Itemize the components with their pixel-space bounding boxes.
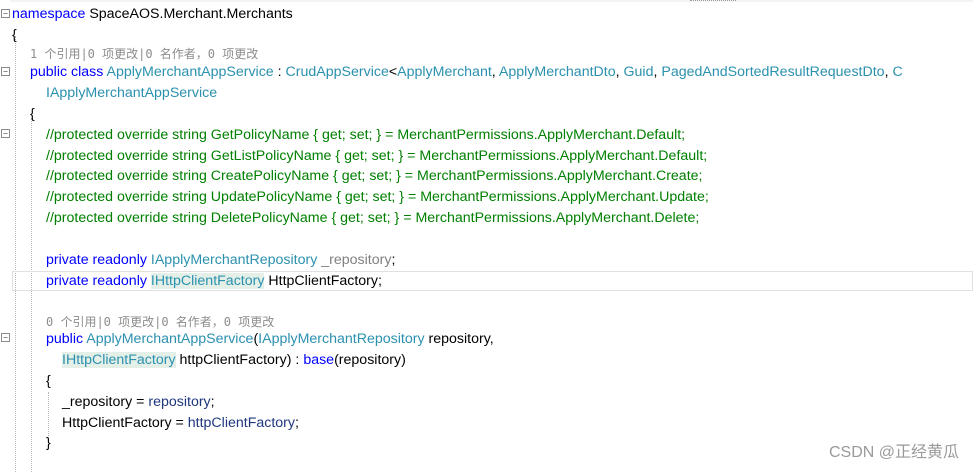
code-line-ctor-params: IHttpClientFactory httpClientFactory) : … bbox=[62, 352, 406, 368]
editor-top-bar bbox=[0, 0, 973, 2]
code-line-ctor-decl: public ApplyMerchantAppService(IApplyMer… bbox=[46, 331, 498, 347]
indent-guide-class bbox=[31, 118, 32, 472]
fold-toggle-comments[interactable]: − bbox=[1, 129, 10, 138]
indent-guide-ctor bbox=[48, 392, 49, 436]
code-line-comment-1: //protected override string GetPolicyNam… bbox=[46, 127, 686, 143]
fold-toggle-constructor[interactable]: − bbox=[1, 333, 10, 342]
indent-guide-namespace bbox=[15, 36, 16, 472]
kw-namespace: namespace bbox=[12, 6, 86, 22]
code-line-class-open: { bbox=[30, 106, 35, 122]
code-line-ctor-open: { bbox=[46, 373, 51, 389]
code-line-ctor-close: } bbox=[46, 435, 51, 451]
code-line-comment-4: //protected override string UpdatePolicy… bbox=[46, 189, 709, 205]
code-line-assign-repo: _repository = repository; bbox=[62, 394, 215, 410]
namespace-name: SpaceAOS.Merchant.Merchants bbox=[89, 6, 293, 22]
code-line-namespace: namespace SpaceAOS.Merchant.Merchants bbox=[12, 4, 293, 24]
code-line-comment-5: //protected override string DeletePolicy… bbox=[46, 210, 700, 226]
class-name: ApplyMerchantAppService bbox=[106, 64, 274, 80]
fold-toggle-class[interactable]: − bbox=[1, 67, 10, 76]
code-line-brace: { bbox=[12, 27, 17, 43]
code-line-comment-2: //protected override string GetListPolic… bbox=[46, 148, 708, 164]
editor-top-ruler bbox=[690, 0, 736, 3]
code-line-field-factory: private readonly IHttpClientFactory Http… bbox=[46, 273, 382, 289]
code-line-field-repository: private readonly IApplyMerchantRepositor… bbox=[46, 252, 396, 268]
fold-toggle-namespace[interactable]: − bbox=[1, 9, 10, 18]
code-line-interface: IApplyMerchantAppService bbox=[46, 85, 218, 101]
code-line-comment-3: //protected override string CreatePolicy… bbox=[46, 168, 703, 184]
codelens-class[interactable]: 1 个引用|0 项更改|0 名作者，0 项更改 bbox=[30, 47, 259, 61]
codelens-constructor[interactable]: 0 个引用|0 项更改|0 名作者，0 项更改 bbox=[46, 315, 275, 329]
watermark: CSDN @正经黄瓜 bbox=[828, 444, 959, 461]
code-line-assign-factory: HttpClientFactory = httpClientFactory; bbox=[62, 415, 299, 431]
code-line-class-decl: public class ApplyMerchantAppService : C… bbox=[30, 64, 903, 80]
fold-gutter bbox=[0, 0, 10, 472]
